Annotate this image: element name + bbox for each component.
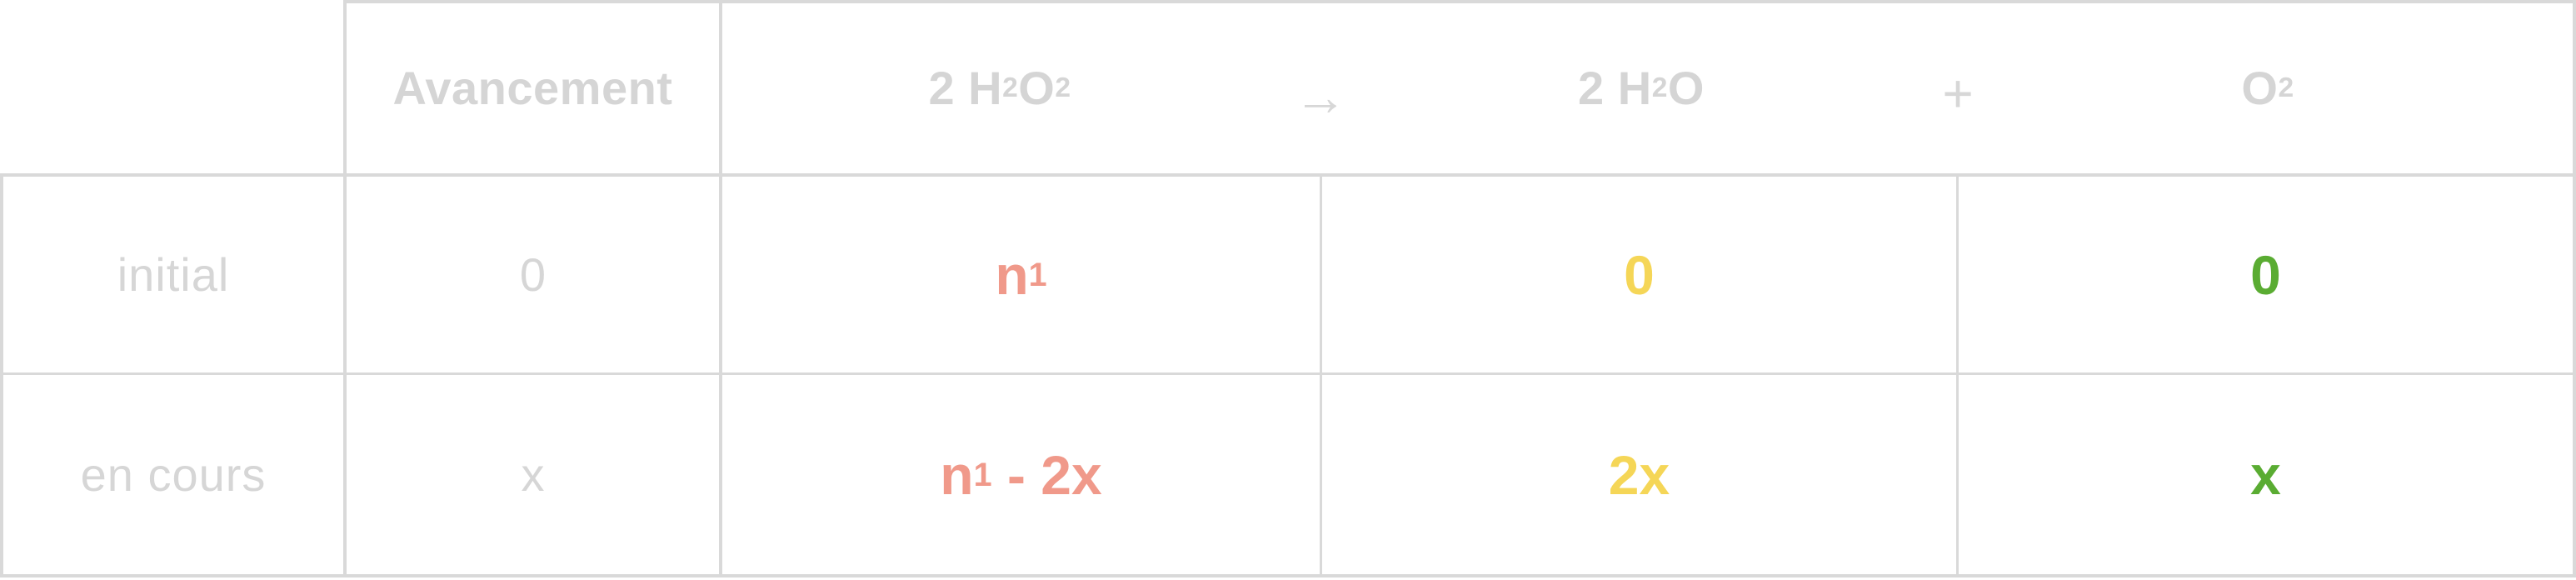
reactant-formula-part: 2 H (928, 62, 1003, 114)
table-border-left (0, 173, 3, 578)
table-row-divider (0, 372, 2576, 375)
header-avancement-label: Avancement (392, 62, 673, 114)
row-label-en-cours: en cours (3, 375, 343, 574)
reaction-arrow: → (1294, 67, 1347, 127)
avancement-value: x (521, 448, 545, 501)
product1-formula-part: O (1667, 62, 1705, 114)
reactant-amount: n (995, 243, 1029, 306)
column-divider-product1 (1956, 173, 1959, 578)
product1-amount: 0 (1624, 243, 1655, 306)
row-label-text: en cours (80, 448, 267, 501)
product2-formula-part: O (2241, 62, 2279, 114)
table-header-divider (0, 173, 2576, 177)
product1-amount: 2x (1608, 443, 1670, 506)
avancement-en-cours: x (347, 375, 719, 574)
product2-en-cours: x (1959, 375, 2573, 574)
product1-en-cours: 2x (1322, 375, 1956, 574)
product2-initial: 0 (1959, 177, 2573, 372)
product2-amount: x (2250, 443, 2281, 506)
row-label-initial: initial (3, 177, 343, 372)
product1-initial: 0 (1322, 177, 1956, 372)
plus-sign-icon: + (1900, 8, 2016, 178)
product1-formula-part: 2 H (1578, 62, 1652, 114)
avancement-value: 0 (519, 248, 547, 301)
table-border-top (345, 0, 2576, 3)
column-divider-avancement (719, 0, 722, 578)
column-divider-label (343, 0, 347, 578)
product2-amount: 0 (2250, 243, 2281, 306)
plus-sign: + (1942, 63, 1974, 123)
table-border-bottom (0, 574, 2576, 578)
column-divider-reactant (1320, 173, 1322, 578)
avancement-initial: 0 (347, 177, 719, 372)
reactant-amount: n (940, 443, 974, 506)
row-label-text: initial (117, 248, 230, 301)
reaction-arrow-icon: → (1250, 12, 1391, 182)
header-avancement: Avancement (345, 3, 721, 173)
table-border-right (2573, 0, 2576, 578)
reactant-amount-rest: - 2x (991, 443, 1102, 506)
reactant-formula-part: O (1018, 62, 1056, 114)
